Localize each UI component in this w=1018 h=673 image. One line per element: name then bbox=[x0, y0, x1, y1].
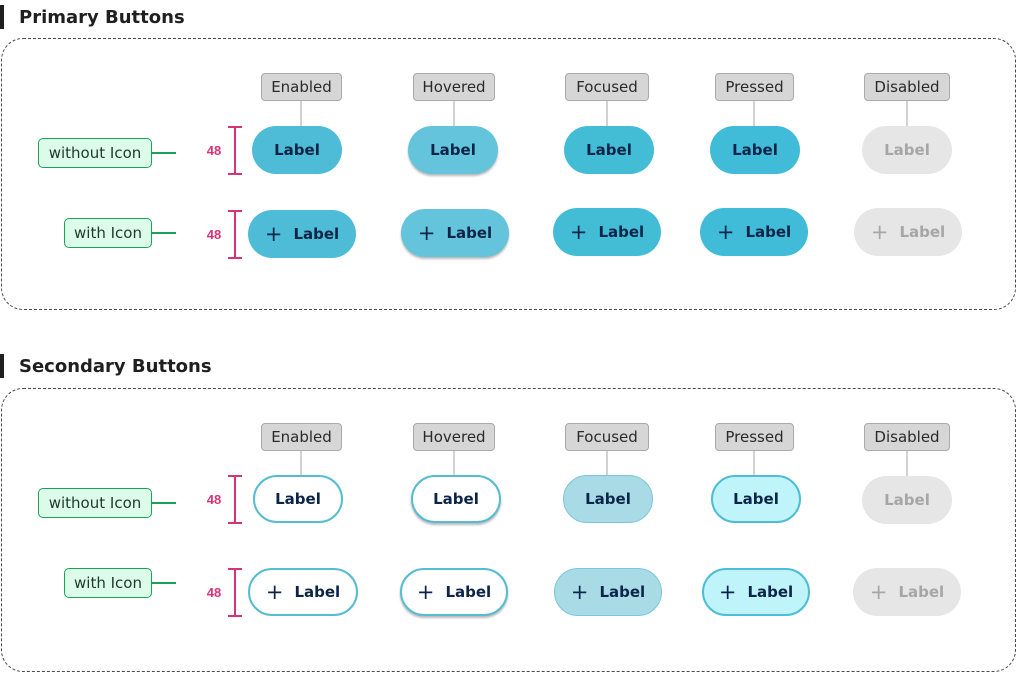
dimension-label: 48 bbox=[206, 143, 222, 158]
button-label: Label bbox=[275, 490, 321, 508]
dimension-line bbox=[234, 210, 236, 258]
state-connector bbox=[606, 101, 608, 126]
plus-icon: + bbox=[870, 219, 889, 244]
button-label: Label bbox=[598, 223, 645, 241]
row-label-with-icon: with Icon bbox=[64, 568, 152, 598]
secondary-button-focused[interactable]: Label bbox=[563, 475, 653, 523]
secondary-button-hovered[interactable]: Label bbox=[411, 475, 501, 523]
button-label: Label bbox=[747, 583, 794, 601]
state-label-enabled: Enabled bbox=[261, 73, 342, 101]
plus-icon: + bbox=[416, 579, 435, 604]
state-label-disabled: Disabled bbox=[864, 73, 950, 101]
section-title-text: Primary Buttons bbox=[19, 6, 185, 28]
state-label-focused: Focused bbox=[565, 423, 649, 451]
button-label: Label bbox=[446, 224, 493, 242]
dimension-cap bbox=[228, 173, 242, 175]
row-label-without-icon: without Icon bbox=[38, 138, 152, 168]
state-label-pressed: Pressed bbox=[715, 423, 794, 451]
dimension-cap bbox=[228, 522, 242, 524]
dimension-cap bbox=[228, 257, 242, 259]
plus-icon: + bbox=[718, 579, 737, 604]
secondary-icon-button-hovered[interactable]: + Label bbox=[400, 568, 508, 616]
dimension-line bbox=[234, 126, 236, 174]
button-label: Label bbox=[884, 141, 930, 159]
primary-button-enabled[interactable]: Label bbox=[252, 126, 342, 174]
secondary-buttons-frame bbox=[1, 388, 1016, 672]
plus-icon: + bbox=[265, 579, 284, 604]
secondary-icon-button-focused[interactable]: + Label bbox=[554, 568, 662, 616]
state-connector bbox=[753, 101, 755, 126]
section-title-text: Secondary Buttons bbox=[19, 355, 212, 377]
section-title-bar bbox=[0, 5, 4, 29]
button-label: Label bbox=[733, 490, 779, 508]
dimension-label: 48 bbox=[206, 227, 222, 242]
state-label-hovered: Hovered bbox=[413, 73, 495, 101]
primary-button-hovered[interactable]: Label bbox=[408, 126, 498, 174]
button-label: Label bbox=[732, 141, 778, 159]
button-label: Label bbox=[293, 225, 340, 243]
state-connector bbox=[453, 451, 455, 476]
row-label-connector bbox=[152, 232, 176, 234]
plus-icon: + bbox=[869, 579, 888, 604]
primary-icon-button-hovered[interactable]: + Label bbox=[401, 209, 509, 257]
dimension-line bbox=[234, 568, 236, 616]
secondary-icon-button-disabled: + Label bbox=[853, 568, 961, 616]
primary-button-pressed[interactable]: Label bbox=[710, 126, 800, 174]
secondary-icon-button-enabled[interactable]: + Label bbox=[248, 568, 358, 616]
state-connector bbox=[606, 451, 608, 476]
secondary-button-disabled: Label bbox=[862, 476, 952, 524]
secondary-button-pressed[interactable]: Label bbox=[711, 475, 801, 523]
state-label-disabled: Disabled bbox=[864, 423, 950, 451]
dimension-cap bbox=[228, 615, 242, 617]
state-connector bbox=[300, 101, 302, 126]
button-label: Label bbox=[898, 583, 945, 601]
section-title-primary: Primary Buttons bbox=[0, 5, 185, 29]
state-connector bbox=[300, 451, 302, 476]
primary-icon-button-pressed[interactable]: + Label bbox=[700, 208, 808, 256]
primary-icon-button-focused[interactable]: + Label bbox=[553, 208, 661, 256]
state-connector bbox=[906, 451, 908, 476]
button-label: Label bbox=[745, 223, 792, 241]
secondary-icon-button-pressed[interactable]: + Label bbox=[702, 568, 810, 616]
primary-icon-button-enabled[interactable]: + Label bbox=[248, 210, 356, 258]
primary-buttons-frame bbox=[1, 38, 1016, 310]
row-label-connector bbox=[152, 502, 176, 504]
row-label-connector bbox=[152, 152, 176, 154]
section-title-secondary: Secondary Buttons bbox=[0, 354, 212, 378]
secondary-button-enabled[interactable]: Label bbox=[253, 475, 343, 523]
state-label-hovered: Hovered bbox=[413, 423, 495, 451]
row-label-connector bbox=[152, 582, 176, 584]
state-connector bbox=[906, 101, 908, 126]
primary-icon-button-disabled: + Label bbox=[854, 208, 962, 256]
button-label: Label bbox=[433, 490, 479, 508]
button-label: Label bbox=[430, 141, 476, 159]
section-title-bar bbox=[0, 354, 4, 378]
plus-icon: + bbox=[716, 219, 735, 244]
button-label: Label bbox=[599, 583, 646, 601]
button-label: Label bbox=[445, 583, 492, 601]
primary-button-focused[interactable]: Label bbox=[564, 126, 654, 174]
state-connector bbox=[453, 101, 455, 126]
button-label: Label bbox=[884, 491, 930, 509]
button-label: Label bbox=[294, 583, 341, 601]
state-label-focused: Focused bbox=[565, 73, 649, 101]
button-label: Label bbox=[274, 141, 320, 159]
button-label: Label bbox=[585, 490, 631, 508]
dimension-label: 48 bbox=[206, 585, 222, 600]
dimension-line bbox=[234, 475, 236, 523]
plus-icon: + bbox=[264, 221, 283, 246]
state-label-pressed: Pressed bbox=[715, 73, 794, 101]
dimension-label: 48 bbox=[206, 492, 222, 507]
state-label-enabled: Enabled bbox=[261, 423, 342, 451]
button-label: Label bbox=[586, 141, 632, 159]
row-label-without-icon: without Icon bbox=[38, 488, 152, 518]
button-label: Label bbox=[899, 223, 946, 241]
plus-icon: + bbox=[417, 220, 436, 245]
plus-icon: + bbox=[570, 579, 589, 604]
row-label-with-icon: with Icon bbox=[64, 218, 152, 248]
state-connector bbox=[753, 451, 755, 476]
primary-button-disabled: Label bbox=[862, 126, 952, 174]
plus-icon: + bbox=[569, 219, 588, 244]
